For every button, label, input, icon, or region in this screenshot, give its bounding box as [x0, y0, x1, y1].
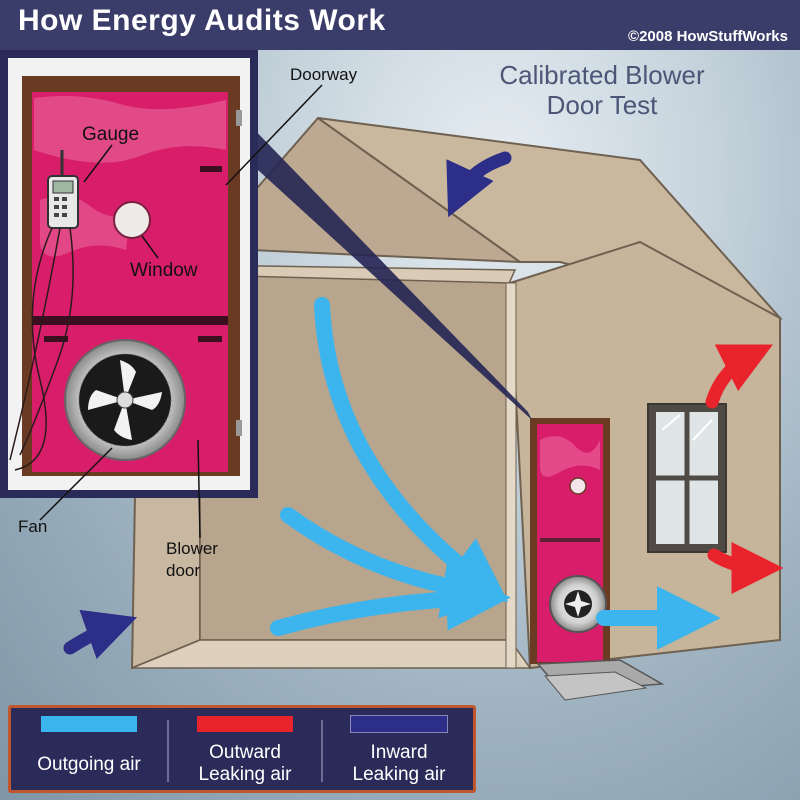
legend-swatch-inward — [351, 716, 447, 732]
inward-leak-arrows — [63, 151, 512, 659]
legend-item-outgoing: Outgoing air — [13, 716, 165, 776]
window-label: Window — [130, 260, 198, 281]
subtitle-line: Door Test — [546, 90, 658, 120]
house — [130, 116, 783, 701]
window-leader — [141, 235, 159, 259]
legend-swatch-outgoing — [41, 716, 137, 732]
legend-divider — [167, 720, 169, 782]
outgoing-air-arrow — [270, 566, 511, 636]
inward-leak-arrow — [63, 609, 138, 659]
gauge-leader — [83, 144, 113, 183]
house-blower-door — [530, 418, 610, 664]
header-bar: How Energy Audits Work ©2008 HowStuffWor… — [0, 0, 800, 50]
house-window — [647, 403, 727, 553]
legend: Outgoing air Outward Leaking air Inward … — [8, 705, 476, 793]
inset-closeup — [0, 50, 258, 498]
outward-leak-arrow — [707, 541, 784, 594]
legend-item-inward: Inward Leaking air — [323, 716, 475, 786]
doorway-label: Doorway — [290, 65, 358, 84]
blower-door-label: Blower door — [166, 539, 218, 580]
legend-swatch-outward — [197, 716, 293, 732]
diagram-subtitle: Calibrated Blower Door Test — [462, 60, 742, 120]
outward-leak-arrows — [705, 344, 784, 594]
inset-window-port — [113, 201, 151, 239]
inset-fan — [64, 339, 186, 461]
gauge-device — [47, 150, 79, 229]
page-title: How Energy Audits Work — [18, 4, 386, 37]
fan-label: Fan — [18, 517, 48, 536]
legend-label: Inward Leaking air — [352, 742, 446, 785]
gauge-label: Gauge — [82, 124, 140, 145]
interior-floor — [131, 639, 532, 669]
inward-leak-arrow — [446, 151, 512, 218]
wall-edge — [505, 282, 517, 669]
blower-door-leader — [197, 439, 201, 539]
zoom-connector — [245, 120, 532, 420]
outgoing-air-arrows — [270, 297, 721, 650]
front-steps — [536, 659, 665, 701]
legend-label: Outgoing air — [37, 754, 141, 775]
subtitle-line: Calibrated Blower — [499, 60, 705, 90]
callout-leaders — [39, 84, 323, 539]
fan-leader — [39, 447, 113, 521]
outgoing-air-arrow — [314, 297, 509, 603]
legend-item-outward: Outward Leaking air — [169, 716, 321, 786]
doorway-leader — [225, 84, 323, 186]
legend-label: Outward Leaking air — [198, 742, 292, 785]
legend-divider — [321, 720, 323, 782]
copyright-text: ©2008 HowStuffWorks — [628, 28, 788, 45]
outward-leak-arrow — [705, 344, 773, 409]
